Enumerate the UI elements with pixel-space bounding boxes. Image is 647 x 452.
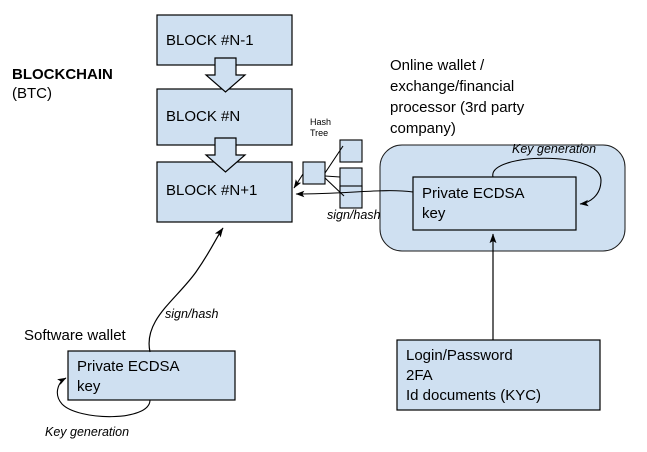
online-wallet-header-line4: company) (390, 120, 456, 137)
online-wallet-header-line2: exchange/financial (390, 78, 515, 95)
online-wallet-key-label-line2: key (422, 205, 446, 222)
block-n-plus-1-label: BLOCK #N+1 (166, 182, 258, 199)
hash-tree-node-child-1 (339, 139, 363, 163)
block-n-minus-1 (156, 14, 293, 66)
software-wallet-key-generation-label: Key generation (45, 425, 130, 439)
software-wallet-key-box (67, 350, 236, 401)
hash-tree-link-2 (324, 175, 341, 178)
online-wallet-sign-hash-label: sign/hash (327, 208, 381, 222)
online-wallet-key-generation-arc (492, 157, 602, 207)
online-wallet-header-line3: processor (3rd party (390, 99, 525, 116)
blockchain-title: BLOCKCHAIN (12, 66, 113, 83)
hash-tree-node-child-3 (339, 185, 363, 209)
software-wallet-header: Software wallet (24, 327, 126, 344)
software-wallet-key-label-line1: Private ECDSA (77, 358, 180, 375)
credentials-box (396, 339, 601, 411)
software-wallet-key-label-line2: key (77, 378, 101, 395)
credentials-line2: 2FA (406, 367, 433, 384)
chain-arrow-2 (204, 137, 247, 173)
online-wallet-header-line1: Online wallet / (390, 57, 485, 74)
credentials-line3: Id documents (KYC) (406, 387, 542, 404)
online-wallet-key-generation-label: Key generation (512, 142, 597, 156)
software-wallet-key-generation-arc (56, 377, 151, 418)
hash-tree-label-line2: Tree (310, 128, 329, 138)
hash-tree-link-1 (324, 145, 344, 174)
hash-tree-node-parent (302, 161, 326, 185)
block-n-minus-1-label: BLOCK #N-1 (166, 32, 254, 49)
online-wallet-key-box (412, 176, 577, 231)
online-wallet-sign-hash-arrow (295, 190, 414, 198)
online-wallet-key-label-line1: Private ECDSA (422, 185, 525, 202)
blockchain-subtitle: (BTC) (12, 85, 52, 102)
hash-tree-label-line1: Hash (310, 117, 332, 127)
software-wallet-sign-hash-label: sign/hash (165, 307, 219, 321)
block-n-plus-1 (156, 161, 293, 223)
hash-tree-to-block-arrow (293, 173, 304, 189)
block-n-label: BLOCK #N (166, 108, 241, 125)
chain-arrow-1 (204, 57, 247, 93)
software-wallet-sign-hash-arrow (148, 227, 224, 353)
credentials-line1: Login/Password (406, 347, 513, 364)
